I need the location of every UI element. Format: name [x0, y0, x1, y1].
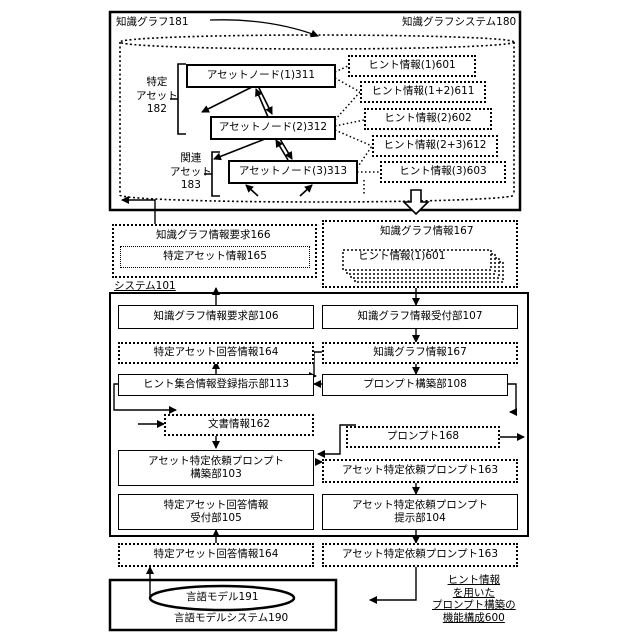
prompt-build-unit: プロンプト構築部108	[322, 374, 508, 396]
asset-node-3: アセットノード(3)313	[228, 160, 358, 184]
hint-register-unit: ヒント集合情報登録指示部113	[118, 374, 314, 396]
asset-prompt-bottom: アセット特定依頼プロンプト163	[322, 543, 518, 567]
hint-1-2: ヒント情報(1+2)611	[360, 81, 486, 103]
kg-info-top-title: 知識グラフ情報167	[380, 225, 474, 239]
kg-info-request-title: 知識グラフ情報要求166	[156, 229, 271, 243]
prompt-present-unit: アセット特定依頼プロンプト 提示部104	[322, 494, 518, 530]
asset-node-1: アセットノード(1)311	[186, 64, 336, 88]
kg-receive-unit: 知識グラフ情報受付部107	[322, 305, 518, 329]
language-model-label: 言語モデル191	[186, 591, 259, 605]
hint-2-3: ヒント情報(2+3)612	[372, 135, 498, 157]
hint-2: ヒント情報(2)602	[364, 108, 492, 130]
hint-3: ヒント情報(3)603	[380, 161, 506, 183]
kg-label-arrow	[210, 20, 318, 36]
answer-receive-unit: 特定アセット回答情報 受付部105	[118, 494, 314, 530]
system-label: システム101	[114, 280, 176, 294]
kg-info-internal: 知識グラフ情報167	[322, 342, 518, 364]
kg-label: 知識グラフ181	[116, 16, 189, 30]
specific-answer-info-internal: 特定アセット回答情報164	[118, 342, 314, 364]
asset-prompt-build-unit: アセット特定依頼プロンプト 構築部103	[118, 450, 314, 486]
request-to-kg-arrow	[122, 200, 155, 224]
specific-asset-info: 特定アセット情報165	[120, 246, 310, 268]
figure-caption: ヒント情報 を用いた プロンプト構築の 機能構成600	[432, 574, 516, 624]
asset-prompt-internal: アセット特定依頼プロンプト163	[322, 459, 518, 483]
kg-request-unit: 知識グラフ情報要求部106	[118, 305, 314, 329]
answer-info-bottom: 特定アセット回答情報164	[118, 543, 314, 567]
kg-system-title: 知識グラフシステム180	[402, 16, 516, 30]
prompt-168: プロンプト168	[346, 426, 500, 448]
specific-asset-label: 特定 アセット 182	[136, 76, 178, 117]
kg-info-top-hint: ヒント情報(1)601	[358, 250, 445, 264]
document-info: 文書情報162	[164, 414, 314, 436]
related-asset-label: 関連 アセット 183	[170, 152, 212, 193]
hint-1: ヒント情報(1)601	[348, 55, 476, 77]
asset-node-2: アセットノード(2)312	[210, 116, 336, 140]
lm-system-title: 言語モデルシステム190	[174, 612, 288, 626]
